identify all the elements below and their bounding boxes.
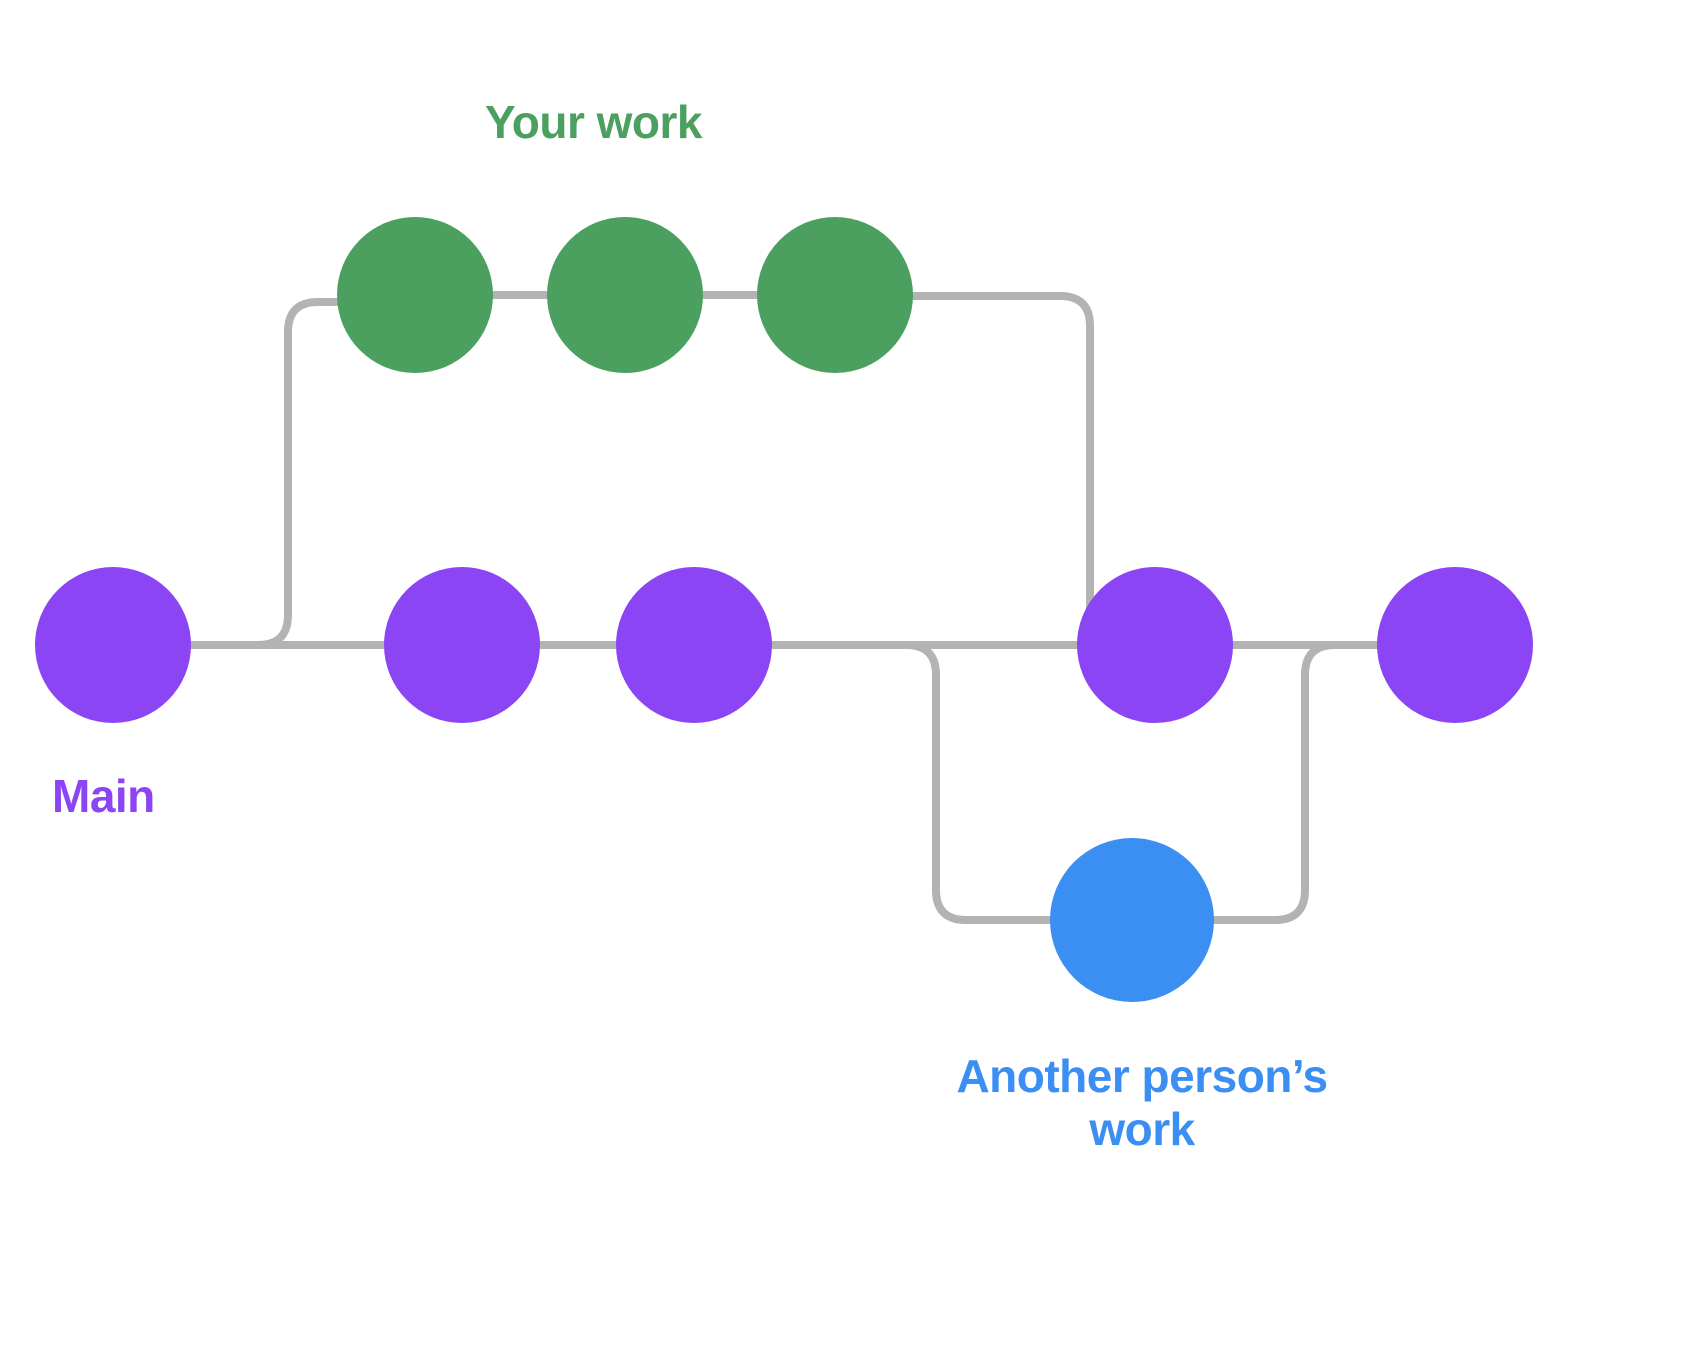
- commit-node-main-2[interactable]: [384, 567, 540, 723]
- main-branch-commits: [35, 567, 1533, 723]
- commit-node-main-4[interactable]: [1077, 567, 1233, 723]
- connector-branch-down-to-another-person: [786, 641, 1054, 924]
- connector-branch-up-to-your-work: [254, 298, 344, 649]
- commit-node-main-3[interactable]: [616, 567, 772, 723]
- commit-node-yours-3[interactable]: [757, 217, 913, 373]
- your-work-branch-commits: [337, 217, 913, 373]
- commit-node-theirs-1[interactable]: [1050, 838, 1214, 1002]
- branch-label-another-person-work: Another person’s work: [956, 1050, 1328, 1156]
- commit-node-yours-1[interactable]: [337, 217, 493, 373]
- connector-merge-another-person-to-main: [1210, 641, 1396, 924]
- commit-node-main-5[interactable]: [1377, 567, 1533, 723]
- commit-node-main-1[interactable]: [35, 567, 191, 723]
- branch-label-main: Main: [52, 770, 155, 822]
- commit-node-yours-2[interactable]: [547, 217, 703, 373]
- branch-label-your-work: Your work: [485, 96, 703, 148]
- another-person-branch-commits: [1050, 838, 1214, 1002]
